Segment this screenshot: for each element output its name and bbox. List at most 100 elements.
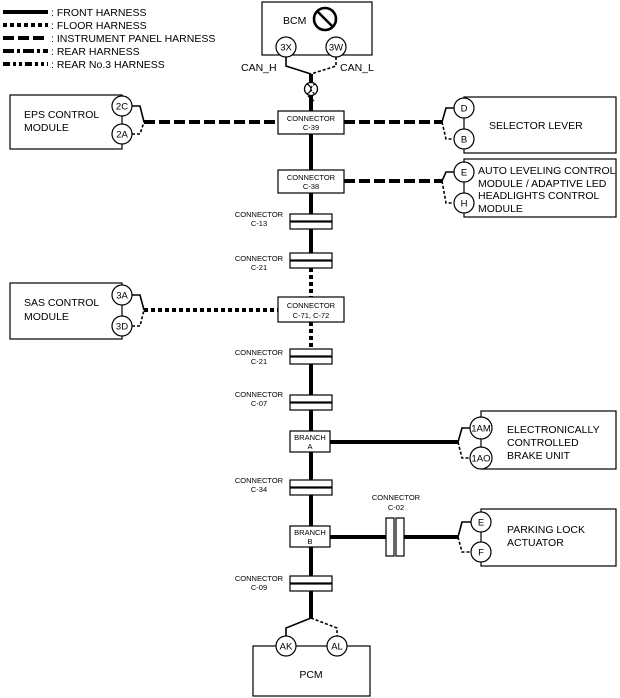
eps-control-module: EPS CONTROL MODULE 2C 2A (9, 94, 133, 150)
sas-label-line1: SAS CONTROL (24, 297, 99, 309)
sas-label-line2: MODULE (24, 311, 69, 323)
legend: : FRONT HARNESS : FLOOR HARNESS : INSTRU… (3, 7, 215, 71)
selector-lead-b (441, 121, 454, 140)
connector-c09: CONNECTOR C-09 (235, 574, 333, 592)
pcm-label: PCM (299, 669, 322, 681)
selector-box (463, 96, 617, 154)
legend-instrument-panel-label: : INSTRUMENT PANEL HARNESS (51, 33, 215, 45)
brake-unit-module: ELECTRONICALLY CONTROLLED BRAKE UNIT 1AM… (469, 410, 617, 470)
connector-c09-label: CONNECTOR (235, 574, 284, 583)
legend-front-label: : FRONT HARNESS (51, 7, 146, 19)
parking-lead-e (457, 521, 471, 538)
eps-label-line1: EPS CONTROL (24, 109, 99, 121)
connector-c38: CONNECTOR C-38 (277, 169, 345, 194)
connector-c02: CONNECTOR C-02 (372, 493, 421, 557)
connector-c38-label: CONNECTOR (287, 173, 336, 182)
bcm-module: BCM 3X 3W CAN_H CAN_L (241, 1, 374, 74)
connector-c13: CONNECTOR C-13 (235, 210, 333, 230)
selector-pin-b-label: B (461, 135, 467, 146)
connector-c07: CONNECTOR C-07 (235, 390, 333, 411)
brake-pin-1ao (469, 446, 493, 470)
brake-line1: ELECTRONICALLY (507, 424, 600, 436)
pcm-pin-al-label: AL (331, 642, 343, 653)
auto-leveling-lead-h (441, 180, 454, 204)
branch-b-id: B (307, 537, 312, 546)
brake-line2: CONTROLLED (507, 437, 579, 449)
eps-label-line2: MODULE (24, 122, 69, 134)
connector-c39: CONNECTOR C-39 (277, 110, 345, 135)
auto-leveling-box (463, 158, 617, 218)
parking-pin-e-label: E (478, 518, 484, 529)
sas-pin-3a-label: 3A (116, 291, 128, 302)
pcm-box (252, 645, 371, 697)
branch-a: BRANCH A (289, 430, 331, 453)
legend-rear-no3-label: : REAR No.3 HARNESS (51, 59, 165, 71)
parking-line2: ACTUATOR (507, 537, 564, 549)
auto-leveling-line4: MODULE (478, 203, 523, 215)
bcm-pin-3x-label: 3X (280, 43, 292, 54)
selector-lead-d (441, 107, 454, 123)
selector-label: SELECTOR LEVER (489, 120, 583, 132)
connector-c39-label: CONNECTOR (287, 114, 336, 123)
connector-c07-label: CONNECTOR (235, 390, 284, 399)
connector-c21-upper: CONNECTOR C-21 (235, 252, 333, 272)
parking-box (480, 508, 617, 567)
connector-c34: CONNECTOR C-34 (235, 476, 333, 496)
bcm-label: BCM (283, 15, 306, 27)
connector-c09-id: C-09 (251, 583, 267, 592)
sas-lead-3d (132, 309, 145, 327)
connector-c02-id: C-02 (388, 503, 404, 512)
auto-leveling-pin-e-label: E (461, 168, 467, 179)
bcm-can-h-wire (285, 57, 312, 75)
parking-pin-f-label: F (478, 548, 484, 559)
sas-pin-3d-label: 3D (116, 322, 128, 333)
connector-c71-c72: CONNECTOR C-71, C-72 (277, 296, 345, 323)
sas-control-module: SAS CONTROL MODULE 3A 3D (9, 282, 133, 340)
branch-b-label: BRANCH (294, 528, 326, 537)
connector-c34-id: C-34 (251, 485, 267, 494)
pcm-lead-al (310, 617, 338, 637)
sas-box (9, 282, 123, 340)
eps-box (9, 94, 123, 150)
selector-lever-module: SELECTOR LEVER D B (453, 96, 617, 154)
connector-c21-upper-label: CONNECTOR (235, 254, 284, 263)
prohibited-icon (312, 6, 338, 32)
connector-c39-id: C-39 (303, 123, 319, 132)
connector-c13-label: CONNECTOR (235, 210, 284, 219)
connector-c21-lower-id: C-21 (251, 357, 267, 366)
connector-c07-id: C-07 (251, 399, 267, 408)
sas-lead-3a (132, 294, 145, 311)
selector-pin-d-label: D (461, 104, 468, 115)
pcm-pin-ak-label: AK (280, 642, 293, 653)
auto-leveling-module: AUTO LEVELING CONTROL MODULE / ADAPTIVE … (453, 158, 617, 218)
legend-rear-label: : REAR HARNESS (51, 46, 140, 58)
auto-leveling-lead-e (441, 171, 454, 182)
connector-c13-id: C-13 (251, 219, 267, 228)
parking-lock-actuator: PARKING LOCK ACTUATOR E F (470, 508, 617, 567)
eps-pin-2a-label: 2A (116, 130, 128, 141)
branch-a-id: A (307, 442, 312, 451)
pcm-pin-ak (275, 635, 297, 657)
connector-c71-label: CONNECTOR (287, 301, 336, 310)
pcm-pin-al (326, 635, 348, 657)
auto-leveling-pin-h-label: H (461, 199, 468, 210)
brake-pin-1ao-label: 1AO (471, 454, 490, 465)
pcm-lead-ak (285, 617, 312, 637)
brake-box (480, 410, 617, 470)
parking-line1: PARKING LOCK (507, 524, 585, 536)
auto-leveling-line3: HEADLIGHTS CONTROL (478, 190, 600, 202)
eps-pin-2c-label: 2C (116, 102, 128, 113)
brake-lead-1am (457, 427, 470, 443)
connector-c21-lower: CONNECTOR C-21 (235, 348, 333, 366)
can-h-label: CAN_H (241, 62, 277, 74)
branch-a-label: BRANCH (294, 433, 326, 442)
connector-c71-id: C-71, C-72 (293, 311, 330, 320)
legend-floor-label: : FLOOR HARNESS (51, 20, 147, 32)
connector-c38-id: C-38 (303, 182, 319, 191)
connector-c34-label: CONNECTOR (235, 476, 284, 485)
connector-c02-label: CONNECTOR (372, 493, 421, 502)
auto-leveling-line2: MODULE / ADAPTIVE LED (478, 178, 607, 190)
can-l-label: CAN_L (340, 62, 374, 74)
eps-lead-2c (132, 105, 145, 123)
